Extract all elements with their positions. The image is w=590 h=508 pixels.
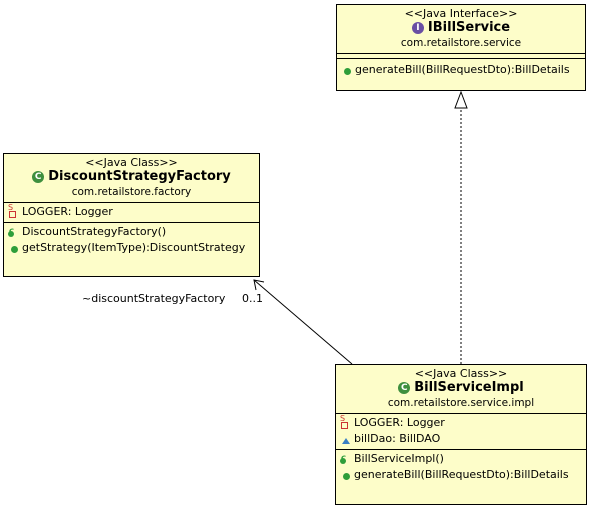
operation-item: generateBill(BillRequestDto):BillDetails (340, 467, 582, 483)
operation-item: c BillServiceImpl() (340, 451, 582, 467)
impl-fields-section: S LOGGER: Logger billDao: BillDAO (336, 413, 586, 449)
ibillservice-fields-section (337, 53, 585, 58)
operation-item: getStrategy(ItemType):DiscountStrategy (8, 240, 255, 256)
constructor-icon: c (8, 226, 20, 238)
factory-fields-section: S LOGGER: Logger (4, 202, 259, 222)
constructor-icon: c (340, 453, 352, 465)
ibillservice-interface-box[interactable]: <<Java Interface>> I IBillService com.re… (336, 4, 586, 91)
static-final-field-icon: S (340, 415, 352, 429)
operation-label: DiscountStrategyFactory() (22, 225, 167, 238)
association-arrowhead (253, 279, 265, 291)
factory-name: DiscountStrategyFactory (48, 169, 231, 184)
static-final-field-icon: S (8, 204, 20, 218)
impl-package: com.retailstore.service.impl (387, 397, 535, 409)
ibillservice-title: I IBillService (411, 20, 511, 36)
field-item: S LOGGER: Logger (340, 415, 582, 431)
association-line (253, 279, 353, 365)
operation-label: generateBill(BillRequestDto):BillDetails (354, 468, 569, 481)
field-label: LOGGER: Logger (354, 416, 445, 429)
ibillservice-package: com.retailstore.service (400, 37, 522, 49)
impl-name: BillServiceImpl (414, 380, 524, 395)
billserviceimpl-class-box[interactable]: <<Java Class>> C BillServiceImpl com.ret… (335, 364, 587, 505)
factory-header: <<Java Class>> C DiscountStrategyFactory… (4, 154, 259, 202)
factory-title: C DiscountStrategyFactory (32, 169, 231, 185)
ibillservice-operations-section: generateBill(BillRequestDto):BillDetails (337, 58, 585, 80)
operation-label: generateBill(BillRequestDto):BillDetails (355, 63, 570, 76)
factory-package: com.retailstore.factory (71, 186, 192, 198)
class-icon: C (32, 171, 45, 183)
ibillservice-name: IBillService (427, 20, 511, 35)
impl-stereotype: <<Java Class>> (414, 367, 508, 380)
association-multiplicity-label: 0..1 (242, 292, 263, 305)
operation-item: c DiscountStrategyFactory() (8, 224, 255, 240)
discountstrategyfactory-class-box[interactable]: <<Java Class>> C DiscountStrategyFactory… (3, 153, 260, 277)
impl-operations-section: c BillServiceImpl() generateBill(BillReq… (336, 449, 586, 485)
operation-label: getStrategy(ItemType):DiscountStrategy (22, 241, 246, 254)
ibillservice-header: <<Java Interface>> I IBillService com.re… (337, 5, 585, 53)
factory-operations-section: c DiscountStrategyFactory() getStrategy(… (4, 222, 259, 258)
package-field-icon (340, 433, 352, 445)
realization-arrowhead (454, 90, 468, 109)
class-icon: C (398, 382, 411, 394)
public-method-icon (8, 242, 20, 254)
public-method-icon (340, 469, 352, 481)
public-method-icon (341, 64, 353, 76)
operation-label: BillServiceImpl() (354, 452, 444, 465)
impl-header: <<Java Class>> C BillServiceImpl com.ret… (336, 365, 586, 413)
field-label: LOGGER: Logger (22, 205, 113, 218)
factory-stereotype: <<Java Class>> (85, 156, 178, 169)
impl-title: C BillServiceImpl (398, 380, 524, 396)
ibillservice-stereotype: <<Java Interface>> (404, 7, 518, 20)
interface-icon: I (411, 22, 424, 34)
field-item: S LOGGER: Logger (8, 204, 255, 220)
association-role-label: ~discountStrategyFactory (82, 292, 226, 305)
operation-item: generateBill(BillRequestDto):BillDetails (341, 62, 581, 78)
field-item: billDao: BillDAO (340, 431, 582, 447)
field-label: billDao: BillDAO (354, 432, 441, 445)
